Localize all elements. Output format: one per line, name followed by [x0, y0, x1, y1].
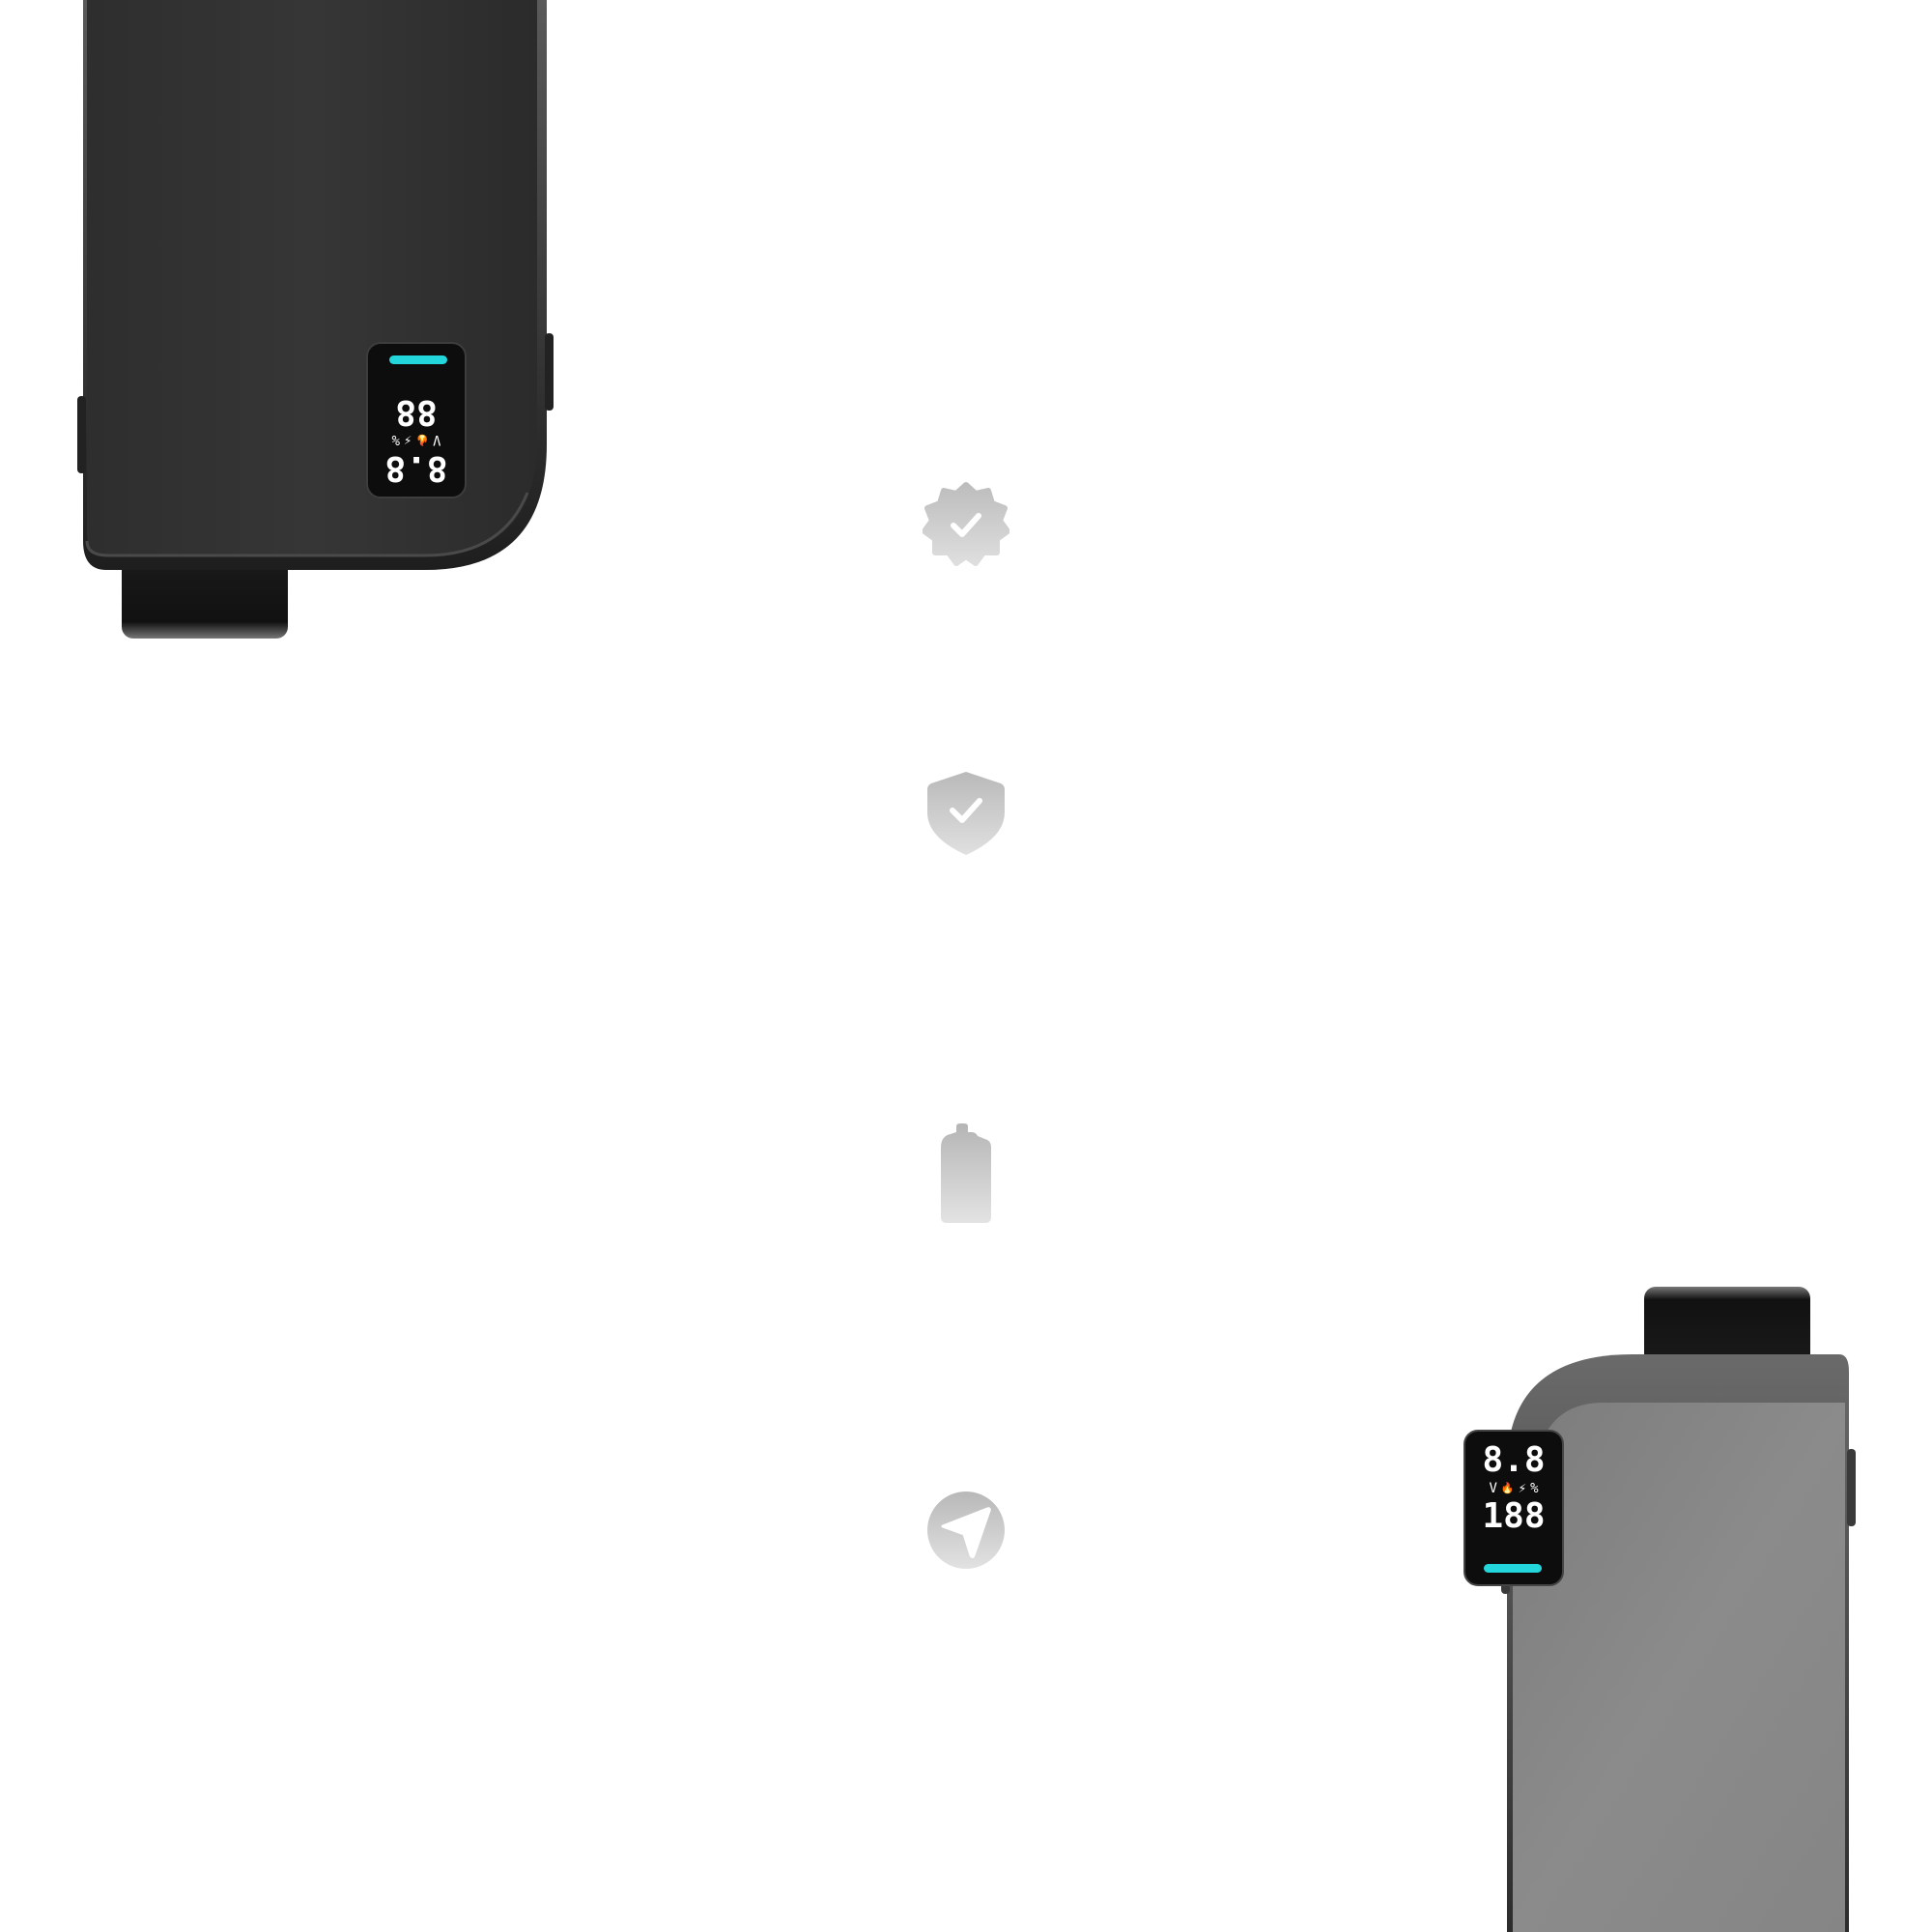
mouthpiece: [122, 555, 288, 639]
indicator-percent: %: [391, 432, 400, 447]
device-dark: 8.8 V 🔥 ⚡ % 88: [0, 0, 580, 657]
device-gray: 8.8 V 🔥 ⚡ % 188: [1352, 1275, 1932, 1932]
side-button-right: [1847, 1449, 1856, 1526]
location-arrow-icon: [925, 1490, 1007, 1571]
mouthpiece: [1644, 1287, 1810, 1374]
screen-line2: 8.8: [384, 448, 448, 488]
screen-line1: 88: [395, 392, 438, 432]
shield-check-icon: [925, 770, 1007, 857]
side-button-right: [545, 333, 554, 411]
indicator-bar: [1484, 1564, 1542, 1573]
screen-text: 8.8 V 🔥 ⚡ % 88: [367, 367, 466, 493]
screen: [366, 342, 467, 498]
bolt-icon: ⚡: [403, 432, 412, 447]
screen-line1: 8.8: [1482, 1440, 1546, 1480]
indicator-percent: %: [1530, 1481, 1539, 1496]
bolt-icon: ⚡: [1518, 1481, 1527, 1496]
screen-line2: 188: [1482, 1496, 1546, 1536]
screen-text: 8.8 V 🔥 ⚡ % 188: [1464, 1439, 1563, 1560]
indicator-volt: V: [433, 432, 441, 447]
indicator-volt: V: [1489, 1481, 1497, 1496]
screen: [1463, 1430, 1564, 1586]
screen-indicators: V 🔥 ⚡ %: [1464, 1480, 1563, 1497]
indicator-bar: [389, 355, 447, 364]
screen-indicators: V 🔥 ⚡ %: [367, 431, 466, 448]
flame-icon: 🔥: [415, 434, 430, 446]
verified-badge-icon: [923, 481, 1009, 568]
side-button-left: [77, 396, 86, 473]
flame-icon: 🔥: [1500, 1482, 1515, 1494]
bottle-icon: [939, 1122, 993, 1225]
